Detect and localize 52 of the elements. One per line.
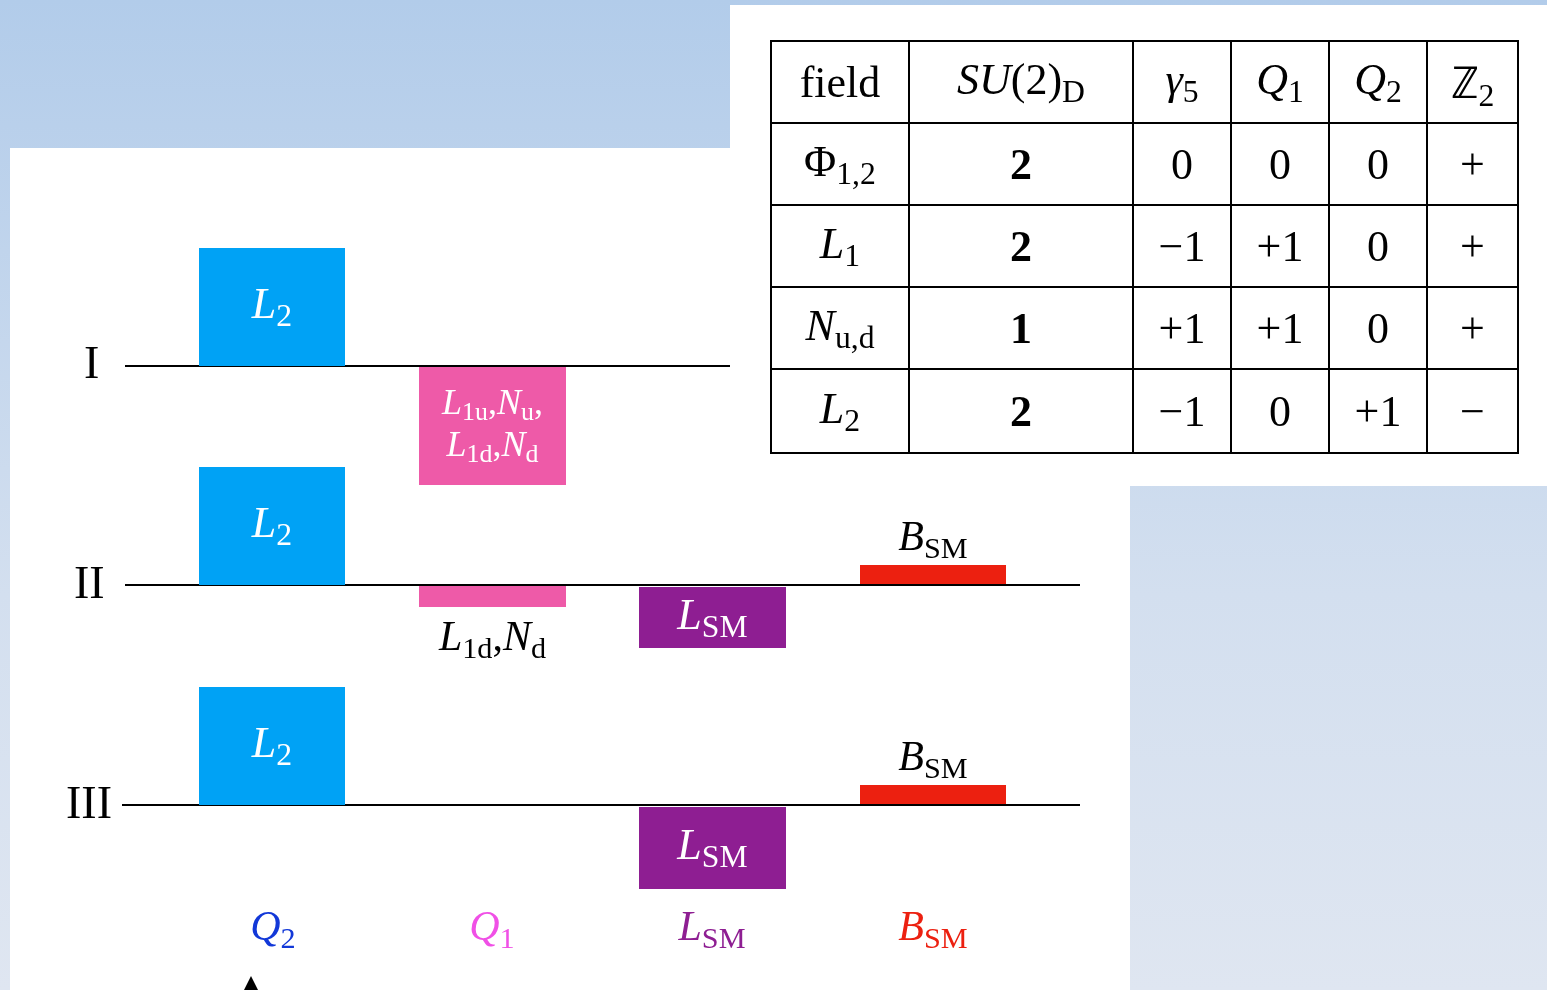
level-box: [639, 587, 786, 648]
table-cell: Φ$_{1,2}$: [772, 124, 910, 206]
level-box: [199, 687, 345, 805]
charge-label: L$_{SM}$: [677, 905, 747, 953]
table-cell: 2: [910, 370, 1134, 452]
table-cell: 0: [1330, 288, 1428, 370]
level-label: III: [66, 780, 112, 826]
table-cell: 2: [910, 206, 1134, 288]
table-cell: +: [1428, 124, 1517, 206]
table-cell: +1: [1232, 288, 1330, 370]
state-label: L$_{2}$: [250, 500, 294, 552]
state-label: L$_{SM}$: [675, 591, 749, 644]
charge-label: B$_{SM}$: [897, 905, 969, 953]
level-box: [199, 467, 345, 585]
level-label: II: [74, 560, 105, 606]
level-box: [419, 367, 566, 485]
table-cell: +: [1428, 206, 1517, 288]
table-cell: 0: [1134, 124, 1232, 206]
state-label: L$_{2}$: [250, 281, 294, 333]
table-cell: L$_{1}$: [772, 206, 910, 288]
table-cell: field: [772, 42, 910, 124]
state-label: L$_{1d}$,N$_{d}$: [437, 615, 548, 663]
state-label: B$_{SM}$: [897, 515, 969, 563]
table-cell: 0: [1232, 370, 1330, 452]
table-cell: −1: [1134, 206, 1232, 288]
state-label: L$_{2}$: [250, 720, 294, 772]
table-cell: 0: [1330, 124, 1428, 206]
table-cell: L$_{2}$: [772, 370, 910, 452]
table-cell-text: −: [1459, 385, 1486, 438]
level-box: [639, 807, 786, 889]
state-label: L$_{1u}$,N$_{u}$, L$_{1d}$,N$_{d}$: [440, 384, 544, 468]
table-cell: 2: [910, 124, 1134, 206]
table-cell: 1: [910, 288, 1134, 370]
table-cell: Q$_{2}$: [1330, 42, 1428, 124]
table-cell: −1: [1134, 370, 1232, 452]
table-cell: +1: [1134, 288, 1232, 370]
table-cell: +1: [1330, 370, 1428, 452]
state-label: B$_{SM}$: [897, 735, 969, 783]
table-cell: Q$_{1}$: [1232, 42, 1330, 124]
state-label: L$_{SM}$: [675, 822, 749, 874]
table-cell: 0: [1232, 124, 1330, 206]
table-cell: +1: [1232, 206, 1330, 288]
table-cell: N$_{u,d}$: [772, 288, 910, 370]
table-cell: SU(2)$_{D}$: [910, 42, 1134, 124]
charge-label: Q$_{1}$: [468, 905, 516, 953]
table-cell: ℤ$_{2}$: [1428, 42, 1517, 124]
charge-label: Q$_{2}$: [249, 905, 297, 953]
table-cell: 0: [1330, 206, 1428, 288]
table-cell: +: [1428, 288, 1517, 370]
level-box: [199, 248, 345, 366]
table-cell: γ$_{5}$: [1134, 42, 1232, 124]
level-label: I: [84, 340, 100, 386]
